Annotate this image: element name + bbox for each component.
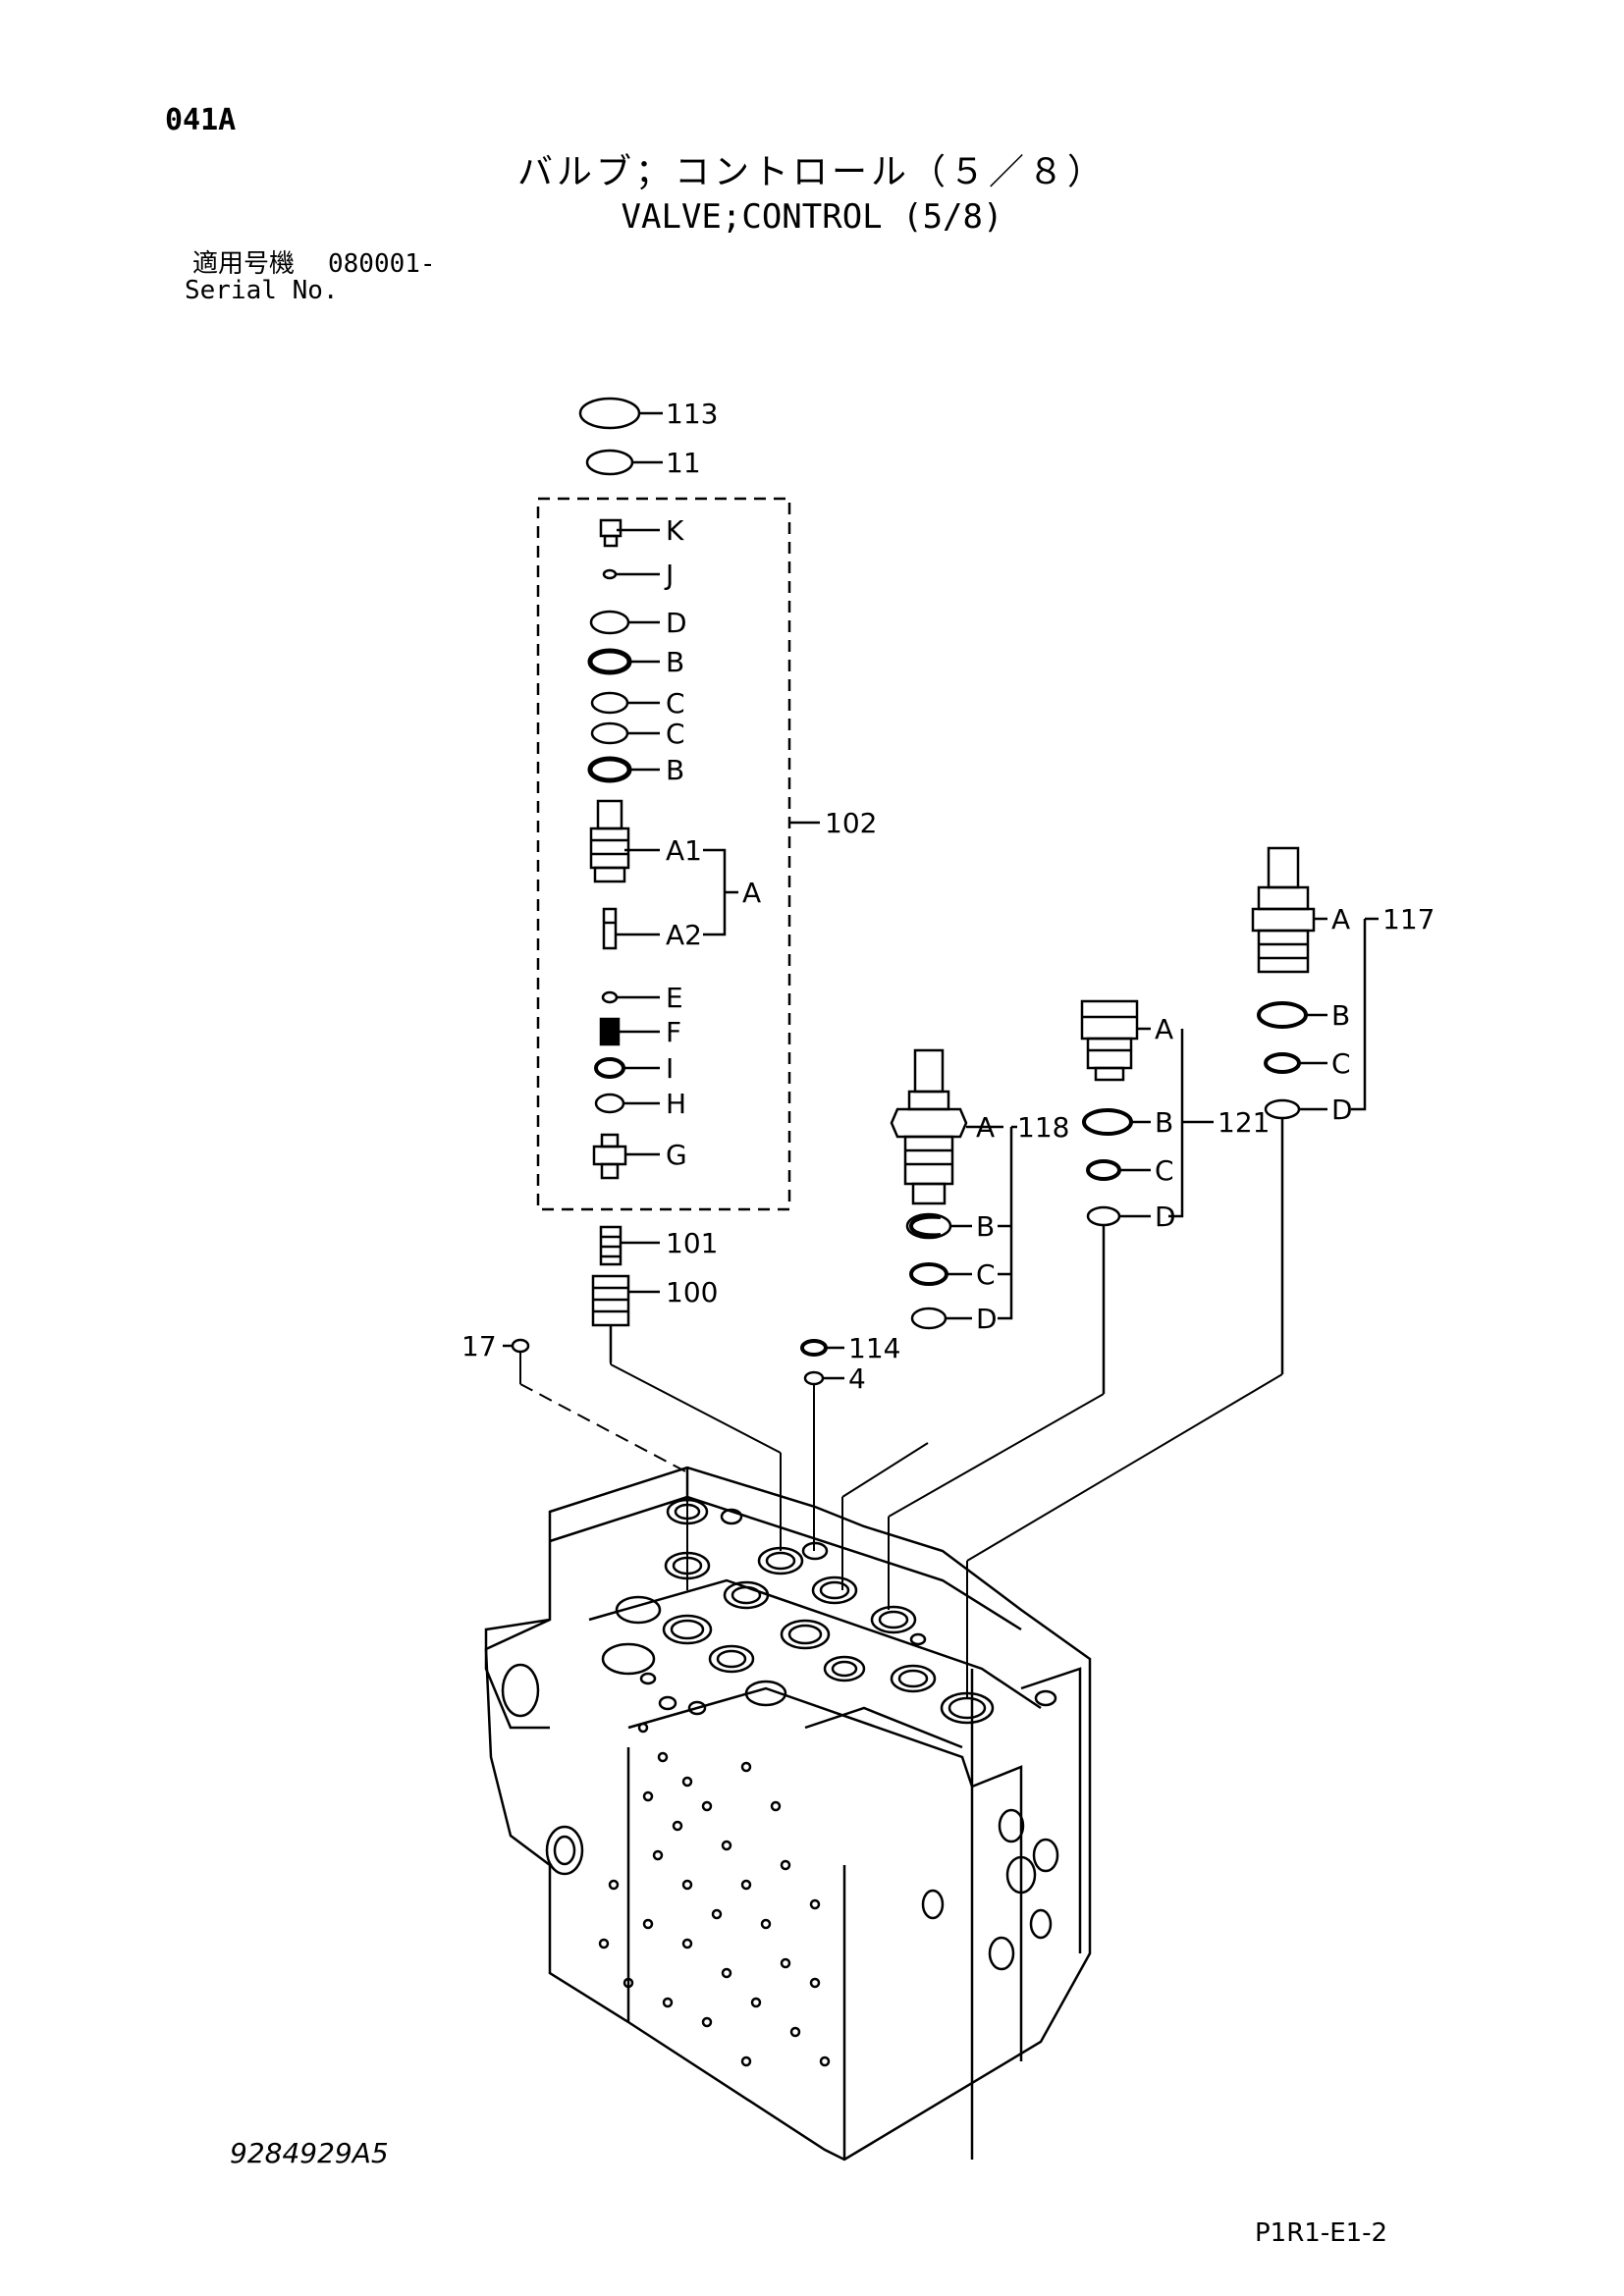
callout-102: 102 [825,807,877,839]
part-17-plug [503,1338,530,1354]
callout-A2: A2 [666,919,702,951]
callout-4: 4 [848,1362,866,1395]
ring-B-upper [587,648,632,675]
callout-A1: A1 [666,834,702,867]
o-ring-113 [578,397,641,430]
callout-101: 101 [666,1227,718,1259]
callout-121-A: A [1155,1013,1173,1045]
serial-label-english: Serial No. [185,276,339,305]
callout-117-C: C [1331,1047,1351,1080]
sheet-reference: P1R1-E1-2 [1255,2218,1388,2248]
serial-number: 080001- [328,249,436,279]
callout-121-C: C [1155,1154,1174,1187]
part-F-spring [599,1017,660,1046]
ring-C-upper [590,691,629,715]
ring-C-lower [590,721,629,745]
callout-118-C: C [976,1258,996,1291]
relief-valve-117 [1251,846,1379,1374]
part-A1-body [589,799,660,883]
callout-B-lower: B [666,754,684,786]
assembly-102-box [536,497,791,1211]
callout-117-B: B [1331,999,1350,1032]
callout-I: I [666,1052,674,1085]
spool-assembly [536,397,820,1362]
part-100-spool [591,1274,660,1362]
callout-G: G [666,1139,687,1171]
title-japanese: バルブ；コントロール（５／８） [516,152,1107,192]
callout-118: 118 [1017,1111,1069,1144]
part-101-spring [599,1225,660,1266]
control-valve-block [484,1466,1092,2162]
assembly-leader-lines [519,1353,1283,1698]
callout-B-upper: B [666,646,684,678]
callout-117-D: D [1331,1094,1353,1126]
callout-121-D: D [1155,1201,1176,1233]
relief-valve-118 [890,1048,1017,1330]
callout-118-A: A [976,1111,995,1144]
part-K-cap [599,518,660,548]
callout-117: 117 [1382,903,1435,935]
callout-F: F [666,1016,681,1048]
document-number: 9284929A5 [230,2137,389,2169]
bracket-A [703,848,727,936]
callout-A: A [742,877,761,909]
ring-D [589,610,630,635]
callout-17: 17 [461,1330,497,1362]
title-english: VALVE;CONTROL (5/8) [621,197,1003,237]
callout-100: 100 [666,1276,718,1308]
callout-118-B: B [976,1210,995,1243]
callout-J: J [664,559,674,591]
relief-valve-121 [1080,999,1214,1394]
callout-117-A: A [1331,903,1350,935]
part-G-plug [592,1133,660,1180]
ring-I [594,1057,625,1079]
callout-121: 121 [1218,1106,1270,1139]
callout-114: 114 [848,1332,900,1364]
callout-11: 11 [666,447,701,479]
part-J-pin [602,568,660,580]
serial-label-japanese: 適用号機 [192,249,296,279]
part-114-4 [800,1339,844,1386]
callout-121-B: B [1155,1106,1173,1139]
ring-H [594,1093,625,1114]
callout-E: E [666,982,683,1014]
page-code: 041A [165,103,237,137]
callout-labels: 113 11 K J D B C C B A1 A A2 E F I H G 1… [461,398,1435,1395]
callout-C-upper: C [666,687,685,720]
callout-C-lower: C [666,718,685,750]
ring-B-lower [587,756,632,783]
callout-113: 113 [666,398,718,430]
ring-E [601,990,619,1004]
part-A2-pin [602,907,660,950]
callout-D: D [666,607,687,639]
callout-118-D: D [976,1303,998,1335]
callout-H: H [666,1088,686,1120]
o-ring-11 [585,449,634,476]
callout-K: K [666,514,684,547]
